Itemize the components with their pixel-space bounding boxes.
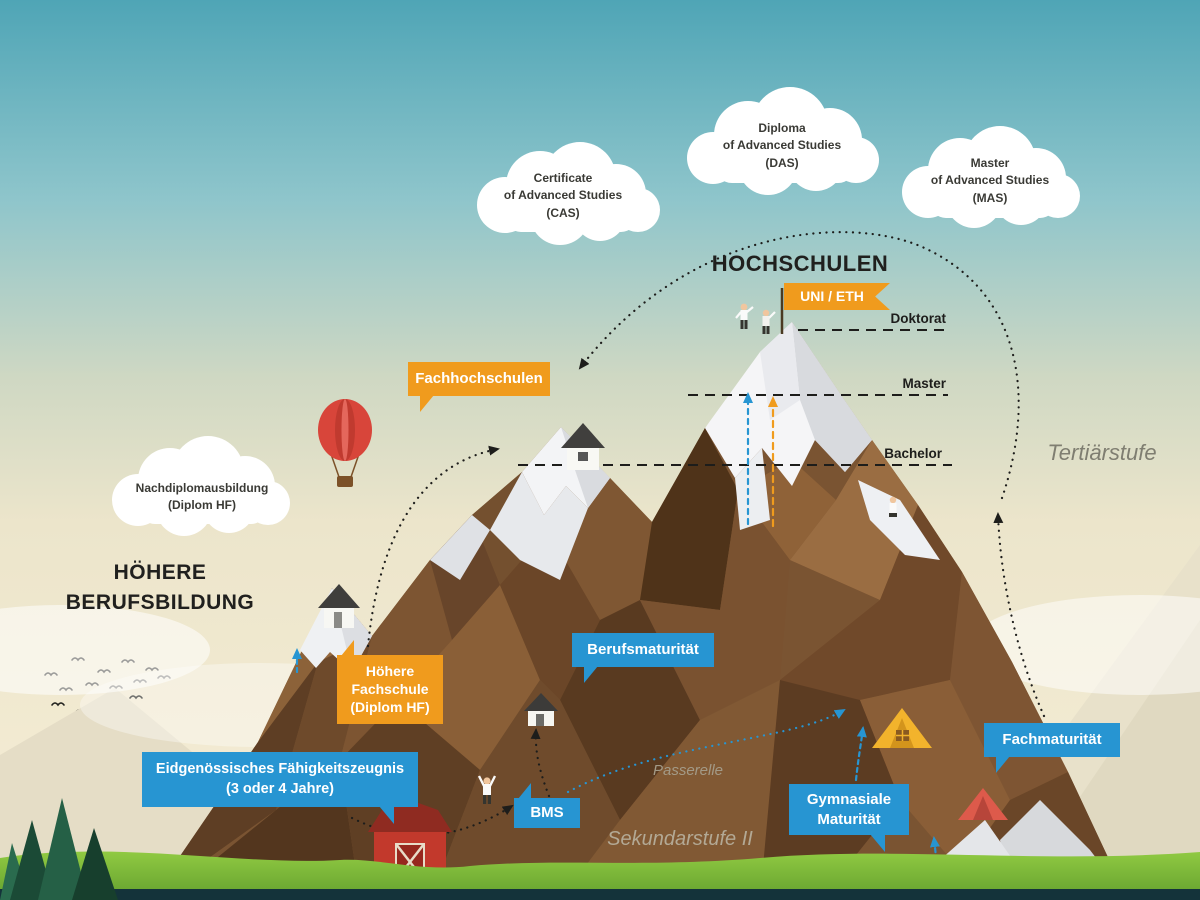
arc-hochschulen-to-fachhochschulen — [578, 231, 1020, 500]
cloud-label-nachdiplom: Nachdiplomausbildung(Diplom HF) — [135, 481, 269, 513]
heading-hochschulen: HOCHSCHULEN — [711, 251, 889, 276]
fachmaturitaet-label: Fachmaturität — [1002, 731, 1102, 749]
berufsmaturitaet-label: Berufsmaturität — [587, 641, 699, 659]
mountain-house-upper — [561, 423, 605, 470]
level-label-bachelor: Bachelor — [884, 446, 942, 461]
fachhochschulen-banner: Fachhochschulen — [408, 362, 550, 412]
hoehere-fachschule-banner: Höhere Fachschule (Diplom HF) — [337, 640, 443, 724]
climber-right — [889, 496, 897, 517]
arc-bms-to-hut — [530, 728, 551, 798]
mountain-house-left — [318, 584, 360, 628]
ground-strip — [0, 889, 1200, 900]
label-sekundarstufe: Sekundarstufe II — [607, 828, 753, 850]
level-label-master: Master — [902, 376, 946, 391]
hf-line2: Fachschule — [351, 681, 429, 698]
hf-line3: (Diplom HF) — [350, 699, 430, 716]
arc-fachmaturitaet-up — [993, 512, 1046, 718]
cloud-das — [687, 87, 879, 195]
red-tent — [958, 788, 1008, 820]
bms-label: BMS — [530, 804, 564, 822]
label-passerelle: Passerelle — [652, 762, 724, 779]
mountain-hut — [524, 693, 558, 726]
climber-peak-2 — [762, 309, 776, 334]
hf-line1: Höhere — [365, 663, 415, 679]
blue-arrow-gymnasiale — [854, 726, 867, 782]
berufsmaturitaet-banner: Berufsmaturität — [572, 633, 714, 683]
gymnasiale-maturitaet-banner: Gymnasiale Maturität — [789, 784, 909, 852]
uni-eth-flag: UNI / ETH — [784, 283, 890, 310]
cloud-cas — [477, 142, 660, 245]
hot-air-balloon — [318, 399, 372, 487]
climber-cheering — [477, 775, 497, 804]
cloud-nachdiplom — [112, 436, 290, 536]
efz-line2: (3 oder 4 Jahre) — [226, 781, 334, 798]
label-tertiaerstufe: Tertiärstufe — [1047, 440, 1157, 465]
pine-trees — [0, 798, 118, 900]
efz-line1: Eidgenössisches Fähigkeitszeugnis — [155, 761, 405, 777]
yellow-tent — [872, 708, 932, 748]
uni-eth-label: UNI / ETH — [800, 288, 864, 305]
bms-banner: BMS — [514, 783, 580, 828]
efz-banner: Eidgenössisches Fähigkeitszeugnis (3 ode… — [142, 752, 418, 824]
fachhochschulen-label: Fachhochschulen — [415, 370, 543, 388]
climber-peak-1 — [735, 303, 754, 329]
level-label-doktorat: Doktorat — [890, 311, 946, 326]
cloud-mas — [902, 126, 1080, 228]
fachmaturitaet-banner: Fachmaturität — [984, 723, 1120, 773]
gym-line1: Gymnasiale — [806, 791, 892, 808]
gym-line2: Maturität — [817, 810, 881, 828]
grass — [0, 851, 1200, 900]
